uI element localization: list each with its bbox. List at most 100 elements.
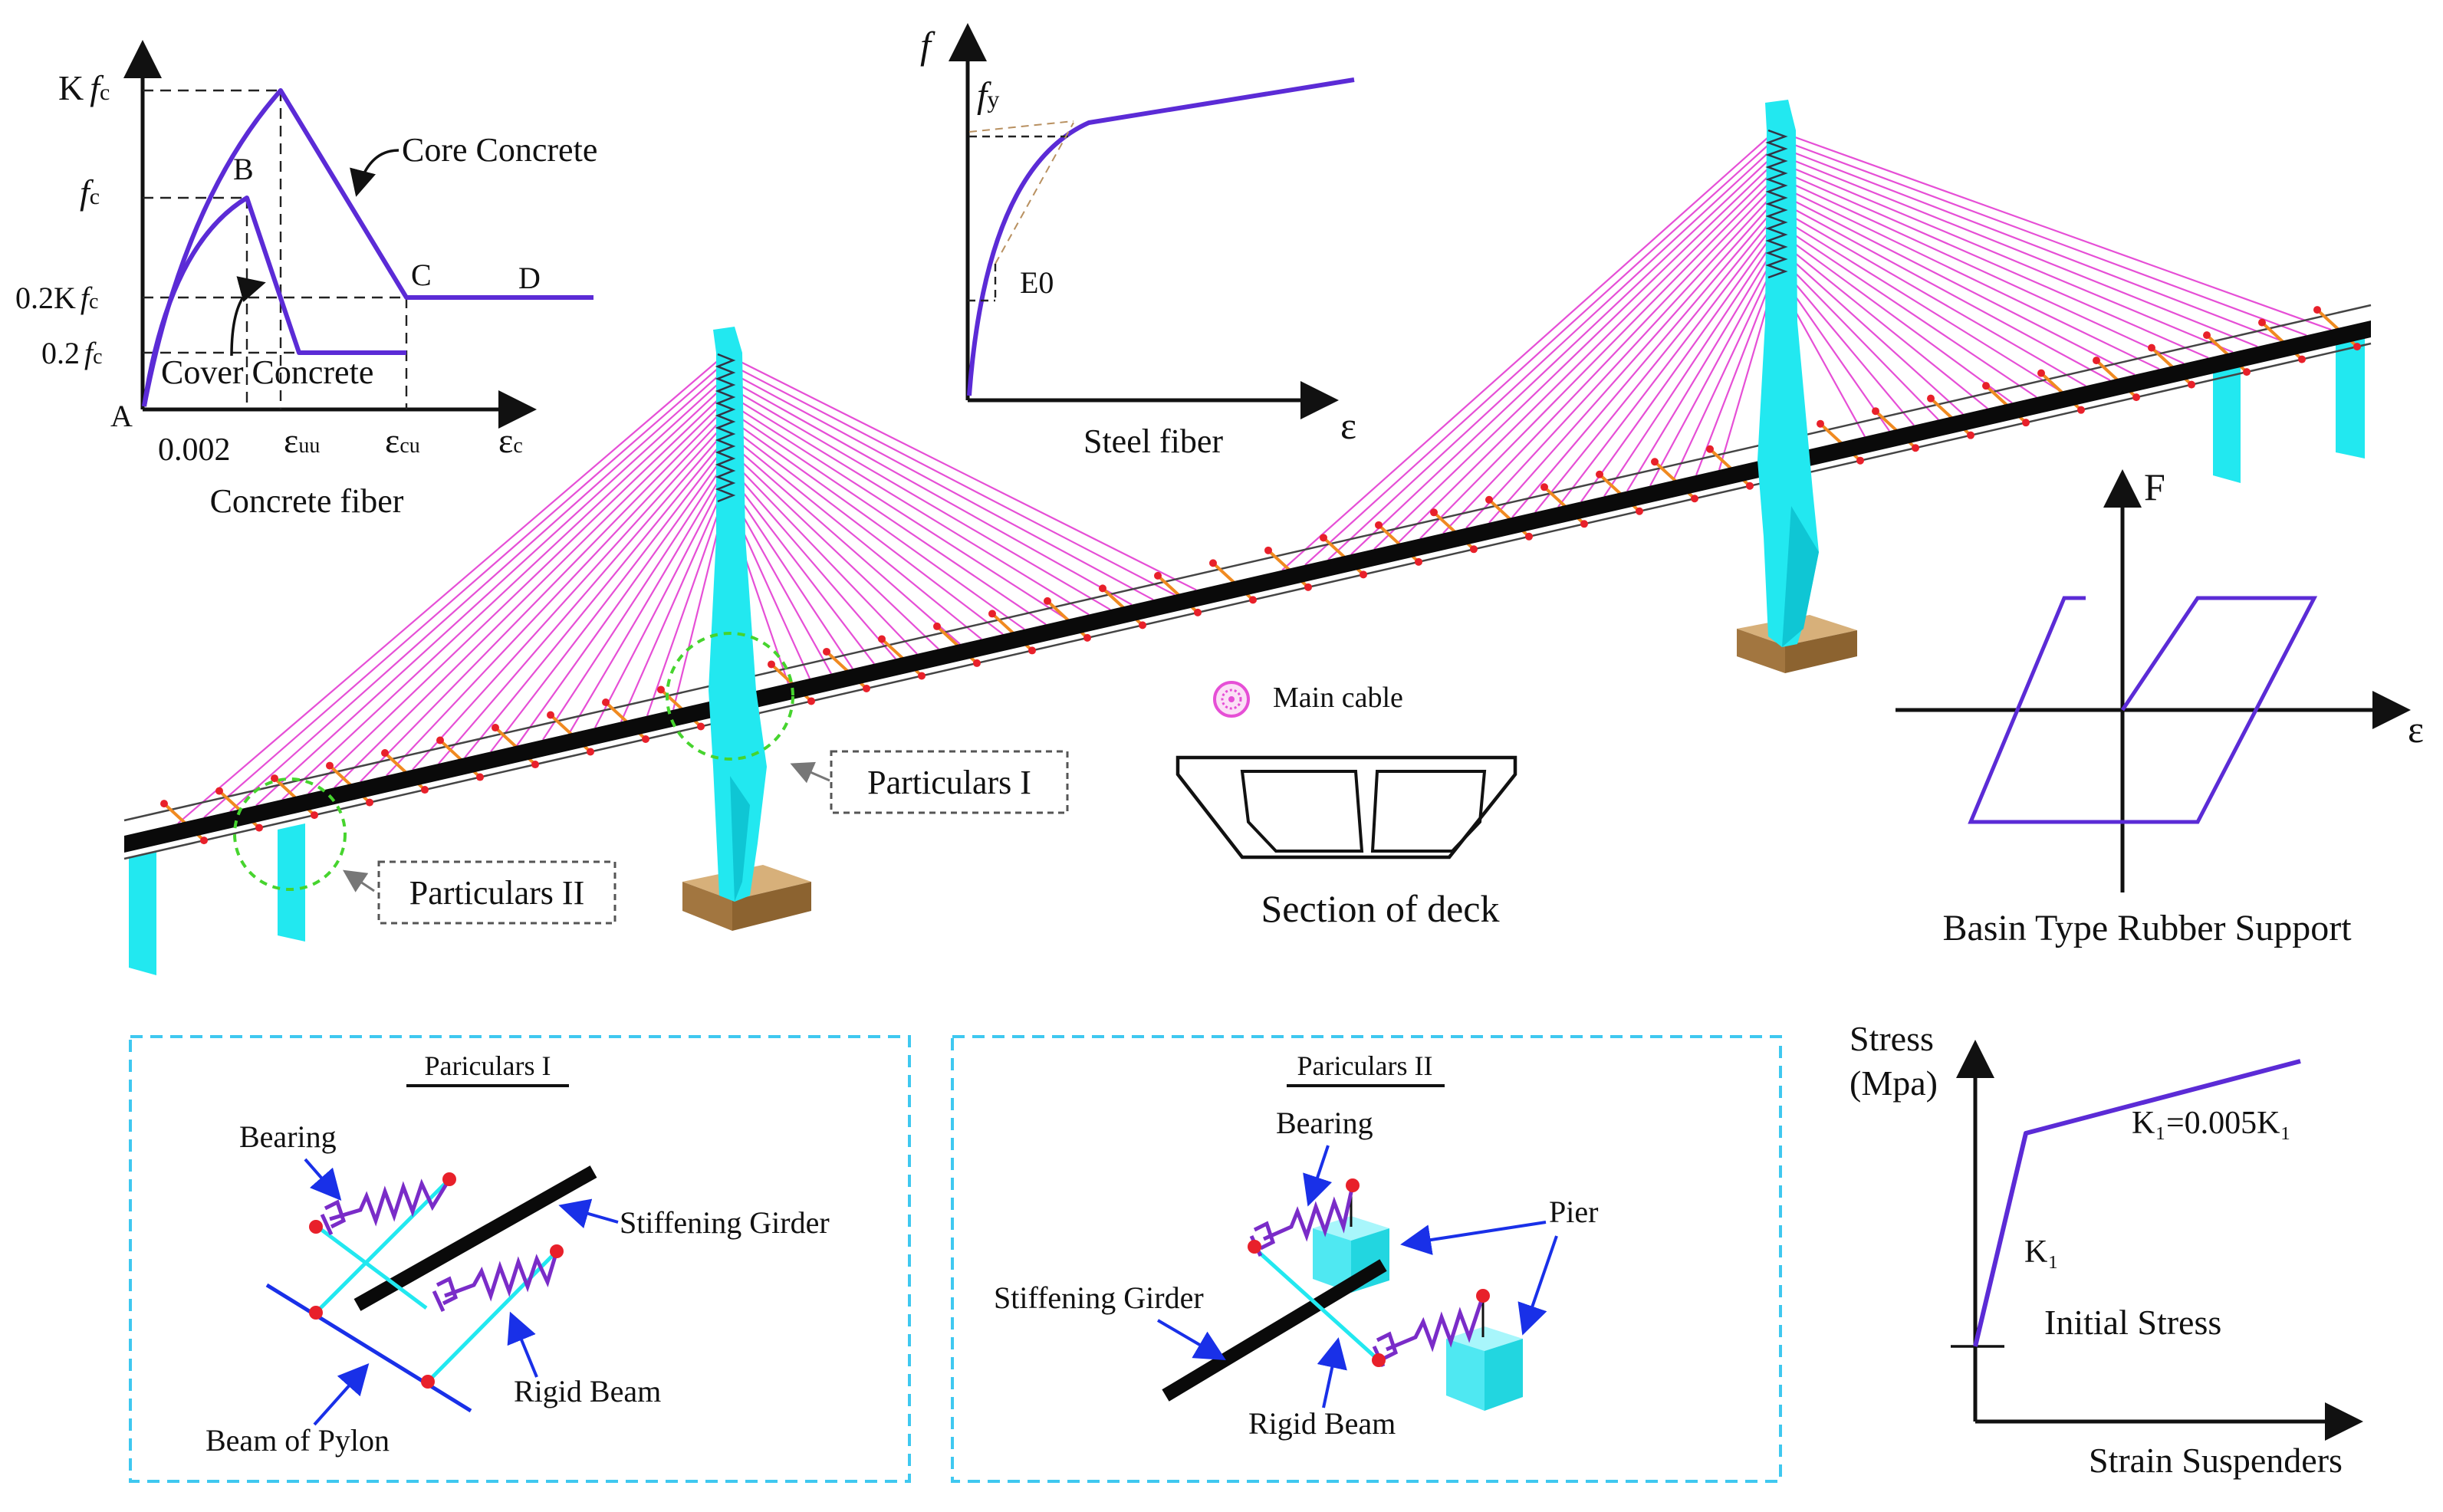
rubber-x-axis-label: ε bbox=[2408, 708, 2424, 751]
stay-cable bbox=[725, 392, 1090, 616]
stay-cable bbox=[1396, 168, 1777, 545]
deck-node bbox=[1872, 407, 1879, 416]
rigid-beam-1-label: Rigid Beam bbox=[514, 1374, 661, 1408]
stay-cable bbox=[203, 361, 726, 818]
stay-cable bbox=[1419, 176, 1777, 540]
deck-node bbox=[988, 610, 996, 618]
left-end-pier bbox=[129, 851, 156, 975]
stay-cable bbox=[1775, 245, 1964, 415]
deck-cell-right bbox=[1370, 770, 1487, 853]
stay-cable bbox=[1775, 206, 2086, 387]
particulars-1-leader bbox=[790, 761, 830, 784]
node bbox=[1372, 1353, 1386, 1367]
cover-concrete-curve bbox=[142, 196, 406, 407]
deck-node bbox=[878, 635, 886, 643]
deck-node bbox=[2077, 406, 2085, 414]
stay-cable bbox=[725, 384, 1111, 611]
pier-cube-2 bbox=[1446, 1326, 1523, 1411]
deck-node bbox=[1636, 507, 1643, 515]
deck-node bbox=[1139, 621, 1146, 629]
deck-node bbox=[918, 672, 926, 680]
stay-cable bbox=[1626, 245, 1777, 492]
deck-node bbox=[1154, 571, 1162, 580]
beam-of-pylon-line bbox=[265, 1283, 472, 1413]
deck-node bbox=[2258, 318, 2266, 327]
deck-rail-top bbox=[123, 304, 2372, 822]
deck-node bbox=[1485, 495, 1493, 504]
deck-node bbox=[2132, 393, 2140, 402]
stay-cable bbox=[725, 376, 1133, 606]
stay-cable bbox=[725, 369, 1154, 601]
stay-cable bbox=[725, 445, 939, 650]
deck-node bbox=[657, 685, 665, 694]
stay-cable bbox=[516, 453, 726, 747]
stay-cable bbox=[1350, 153, 1777, 555]
stay-cable bbox=[255, 376, 726, 807]
left-tower-anchorage bbox=[715, 353, 736, 503]
deck-node bbox=[1912, 444, 1919, 452]
deck-node bbox=[1470, 545, 1478, 554]
deck-node bbox=[1596, 470, 1603, 478]
deck-node bbox=[1044, 597, 1051, 605]
deck-node bbox=[547, 711, 554, 719]
particulars-1-title: Pariculars I bbox=[425, 1050, 551, 1081]
deck-node bbox=[1525, 532, 1533, 541]
deck-node bbox=[2313, 306, 2321, 314]
stay-cable bbox=[725, 476, 853, 669]
deck-node bbox=[1320, 534, 1327, 542]
deck-node bbox=[271, 774, 278, 783]
deck-section-caption: Section of deck bbox=[1261, 887, 1499, 930]
stay-cable bbox=[725, 399, 1068, 620]
deck-node bbox=[1967, 431, 1974, 439]
rigid-beam-2-label: Rigid Beam bbox=[1248, 1406, 1396, 1441]
stay-cable bbox=[1775, 152, 2258, 347]
particulars-1-frame bbox=[129, 1035, 911, 1483]
node bbox=[309, 1220, 323, 1234]
steel-fiber-caption: Steel fiber bbox=[1083, 422, 1223, 460]
stiffening-girder-1 bbox=[353, 1165, 597, 1311]
deck-node bbox=[1691, 495, 1698, 503]
deck-node bbox=[587, 748, 594, 756]
right-tower bbox=[1757, 100, 1819, 647]
deck-cell-left bbox=[1240, 770, 1364, 853]
left-tower-shadow bbox=[730, 776, 750, 902]
steel-e0-label: E0 bbox=[1020, 265, 1054, 300]
stay-cable bbox=[620, 484, 727, 722]
rubber-support-chart: F ε Basin Type Rubber Support bbox=[1896, 465, 2424, 948]
core-concrete-label: Core Concrete bbox=[402, 131, 597, 169]
rigid-beam-2 bbox=[1253, 1247, 1380, 1362]
deck-node bbox=[1028, 646, 1036, 655]
deck-node bbox=[2037, 369, 2045, 377]
stay-cable bbox=[177, 353, 726, 824]
stay-cable bbox=[725, 422, 1004, 636]
stay-cable bbox=[1557, 222, 1777, 508]
particulars-2-panel: Pariculars II Bearing Pier bbox=[951, 1035, 1782, 1483]
stay-cable bbox=[1442, 183, 1777, 534]
steel-stress-strain-curve bbox=[967, 77, 1355, 396]
deck-node bbox=[2188, 380, 2195, 389]
particulars-1-callout: Particulars I bbox=[867, 764, 1031, 801]
deck-node bbox=[531, 761, 539, 769]
stay-cable bbox=[1373, 160, 1777, 550]
stay-cable bbox=[542, 461, 726, 741]
suspender-k2: K₁=0.005K₁ bbox=[2132, 1106, 2291, 1141]
deck-node bbox=[366, 798, 373, 807]
node bbox=[309, 1306, 323, 1320]
right-tower-shadow bbox=[1782, 506, 1819, 647]
particulars-2-frame bbox=[951, 1035, 1782, 1483]
rigid-beam-1a bbox=[314, 1178, 451, 1314]
deck-node bbox=[2243, 368, 2251, 376]
stay-cable bbox=[1775, 176, 2185, 364]
deck-node bbox=[311, 811, 318, 820]
stay-cables bbox=[177, 129, 2332, 824]
tick-ec: εc bbox=[498, 421, 523, 460]
left-side-pier bbox=[278, 823, 305, 942]
deck-node bbox=[863, 684, 870, 692]
deck-node bbox=[1856, 456, 1864, 465]
stay-cable bbox=[725, 415, 1025, 630]
stay-cable bbox=[594, 476, 726, 728]
node bbox=[421, 1375, 435, 1389]
stay-cable bbox=[1488, 199, 1777, 524]
stiffening-girder-2 bbox=[1162, 1259, 1387, 1402]
